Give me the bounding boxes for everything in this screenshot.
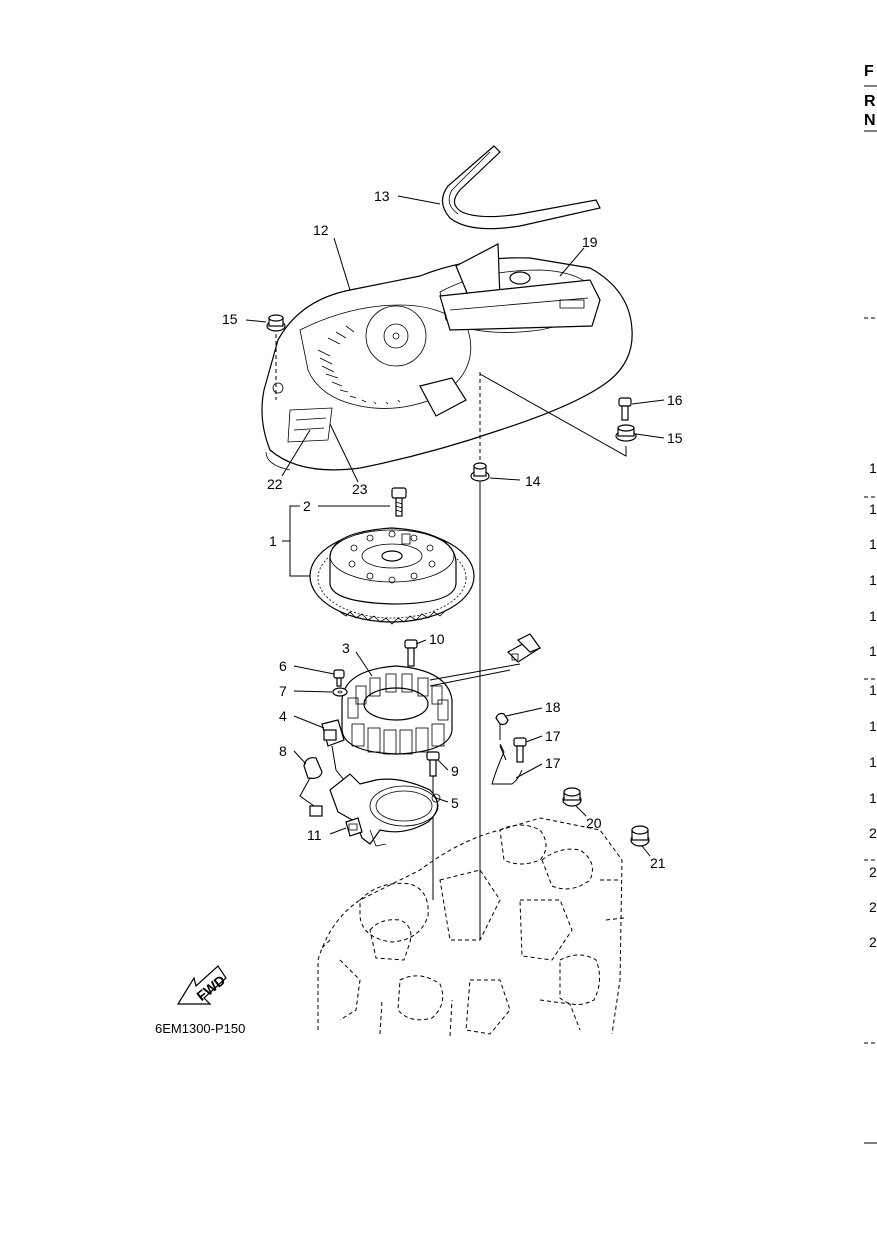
callout-7: 7 — [279, 683, 287, 699]
row-fragment-4: 1 — [869, 572, 877, 588]
callout-16: 16 — [667, 392, 683, 408]
row-fragment-12: 2 — [869, 864, 877, 880]
callout-10: 10 — [429, 631, 445, 647]
callout-8: 8 — [279, 743, 287, 759]
part-11-coupler — [309, 805, 363, 837]
part-1-flywheel — [309, 527, 475, 625]
part-9-bolt — [426, 751, 440, 900]
part-4-pulser-coil — [321, 719, 345, 781]
callout-15-top: 15 — [222, 311, 238, 327]
flywheel-holes — [348, 530, 436, 584]
part-14-collar — [470, 372, 490, 940]
callout-5: 5 — [451, 795, 459, 811]
callout-2: 2 — [303, 498, 311, 514]
callout-14: 14 — [525, 473, 541, 489]
callout-3: 3 — [342, 640, 350, 656]
leader-lines — [245, 195, 665, 857]
callout-20: 18 — [545, 699, 561, 715]
stator-poles — [347, 673, 449, 755]
diagram-code: 6EM1300-P150 — [155, 1021, 245, 1036]
row-fragment-3: 1 — [869, 536, 877, 552]
part-16-bolt — [618, 397, 632, 421]
header-letter-r: R — [864, 93, 876, 110]
part-7-washer — [332, 687, 348, 697]
part-5-base — [329, 773, 441, 847]
callout-22: 22 — [267, 476, 283, 492]
part-20-plug — [495, 712, 509, 740]
part-15-grommet-top — [266, 314, 286, 400]
row-fragment-13: 2 — [869, 899, 877, 915]
callout-4: 4 — [279, 708, 287, 724]
callout-13: 13 — [374, 188, 390, 204]
part-19-bolt — [513, 737, 527, 763]
part-15-grommet-right — [615, 424, 637, 442]
part-17-grommet-right — [630, 825, 650, 847]
vent-slots — [317, 325, 401, 405]
part-2-bolt — [391, 487, 407, 517]
callout-23: 23 — [352, 481, 368, 497]
callout-21: 19 — [582, 234, 598, 250]
callout-9: 9 — [451, 763, 459, 779]
callout-17-right: 21 — [650, 855, 666, 871]
stator-connector — [507, 633, 542, 663]
callout-6: 6 — [279, 658, 287, 674]
callout-12: 12 — [313, 222, 329, 238]
row-fragment-9: 1 — [869, 754, 877, 770]
callout-1: 1 — [269, 533, 277, 549]
part-8-sensor — [299, 757, 323, 807]
callout-19: 17 — [545, 728, 561, 744]
engine-block — [317, 817, 625, 1037]
part-21-handle — [439, 279, 601, 331]
callout-15-right: 15 — [667, 430, 683, 446]
row-fragment-11: 2 — [869, 825, 877, 841]
part-3-stator — [341, 663, 521, 755]
row-fragment-8: 1 — [869, 718, 877, 734]
row-fragment-1: 1 — [869, 460, 877, 476]
part-6-screw — [333, 669, 345, 687]
callout-11: 11 — [307, 827, 322, 843]
row-fragment-5: 1 — [869, 608, 877, 624]
row-fragment-6: 1 — [869, 643, 877, 659]
row-fragment-2: 1 — [869, 501, 877, 517]
part-13-rope — [441, 145, 601, 230]
part-12-flywheel-cover — [261, 243, 633, 471]
fwd-arrow-icon: FWD — [176, 965, 228, 1005]
row-fragment-7: 1 — [869, 682, 877, 698]
header-letter-n: N — [864, 112, 876, 129]
right-edge-fragments: F R N 1 1 1 1 1 1 1 1 1 1 2 2 2 2 — [864, 63, 877, 1144]
part-17-grommet-left — [562, 787, 582, 807]
row-fragment-14: 2 — [869, 934, 877, 950]
part-10-bolt — [404, 639, 418, 667]
callout-labels: 13 12 19 15 16 15 22 23 14 2 1 10 3 6 7 … — [222, 188, 683, 871]
header-letter-f: F — [864, 63, 874, 80]
row-fragment-10: 1 — [869, 790, 877, 806]
callout-18: 17 — [545, 755, 561, 771]
callout-17-left: 20 — [586, 815, 602, 831]
